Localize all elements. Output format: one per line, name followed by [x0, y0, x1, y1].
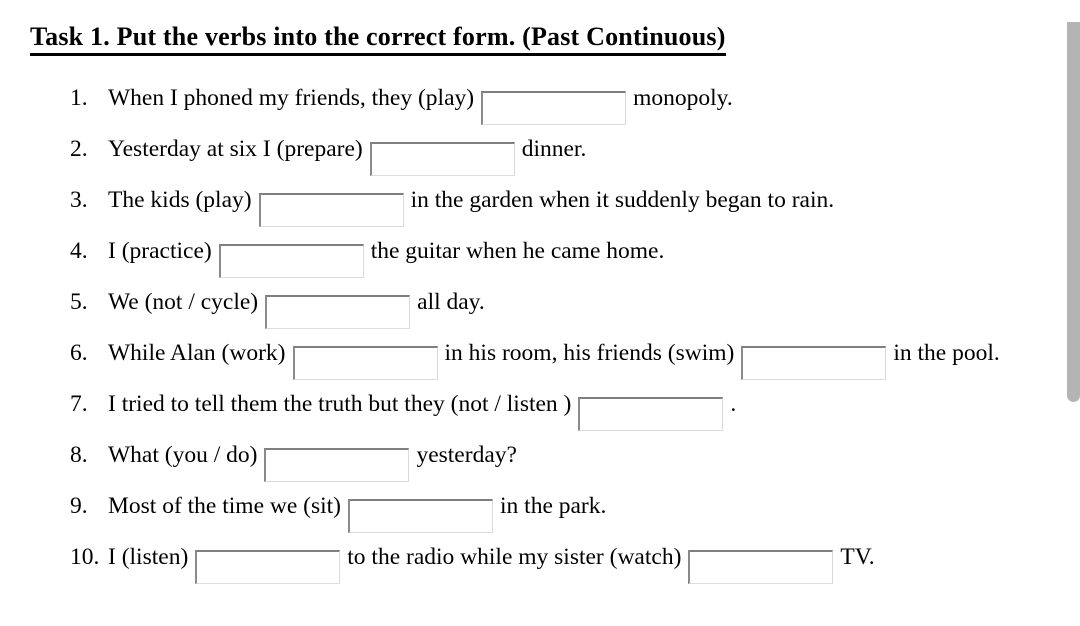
answer-input-6a[interactable]	[292, 346, 438, 380]
item-number: 6.	[70, 340, 88, 366]
sentence-text: in the pool.	[893, 340, 1000, 366]
answer-input-10a[interactable]	[195, 550, 341, 584]
item-number: 2.	[70, 136, 88, 162]
sentence-text: yesterday?	[416, 442, 517, 468]
sentence-text: TV.	[840, 544, 875, 570]
answer-input-3[interactable]	[258, 193, 404, 227]
exercise-item: 8. What (you / do) yesterday?	[70, 431, 1080, 482]
item-number: 3.	[70, 187, 88, 213]
answer-input-9[interactable]	[348, 499, 494, 533]
sentence-text: monopoly.	[633, 85, 733, 111]
sentence-text: in the park.	[500, 493, 607, 519]
scrollbar-thumb[interactable]	[1067, 22, 1080, 402]
answer-input-2[interactable]	[369, 142, 515, 176]
sentence-text: I (practice)	[108, 238, 212, 264]
item-number: 1.	[70, 85, 88, 111]
item-number: 10.	[70, 544, 100, 570]
exercise-item: 3. The kids (play) in the garden when it s…	[70, 176, 1080, 227]
sentence-text: Most of the time we (sit)	[108, 493, 342, 519]
sentence-text: When I phoned my friends, they (play)	[108, 85, 475, 111]
item-number: 4.	[70, 238, 88, 264]
page-title: Task 1. Put the verbs into the correct f…	[30, 22, 1080, 56]
answer-input-8[interactable]	[264, 448, 410, 482]
sentence-text: the guitar when he came home.	[370, 238, 665, 264]
answer-input-7[interactable]	[578, 397, 724, 431]
item-number: 9.	[70, 493, 88, 519]
exercise-list: 1. When I phoned my friends, they (play) m…	[0, 74, 1080, 584]
sentence-text: all day.	[417, 289, 485, 315]
exercise-item: 1. When I phoned my friends, they (play) m…	[70, 74, 1080, 125]
sentence-text: to the radio while my sister (watch)	[347, 544, 682, 570]
sentence-text: .	[730, 391, 737, 417]
answer-input-6b[interactable]	[741, 346, 887, 380]
exercise-item: 10. I (listen) to the radio while my siste…	[70, 533, 1080, 584]
exercise-item: 7. I tried to tell them the truth but the…	[70, 380, 1080, 431]
answer-input-10b[interactable]	[688, 550, 834, 584]
page-title-text: Task 1. Put the verbs into the correct f…	[30, 22, 726, 56]
answer-input-1[interactable]	[481, 91, 627, 125]
exercise-item: 9. Most of the time we (sit) in the park.	[70, 482, 1080, 533]
exercise-item: 2. Yesterday at six I (prepare) dinner.	[70, 125, 1080, 176]
sentence-text: I tried to tell them the truth but they …	[108, 391, 572, 417]
sentence-text: The kids (play)	[108, 187, 252, 213]
sentence-text: We (not / cycle)	[108, 289, 259, 315]
sentence-text: Yesterday at six I (prepare)	[108, 136, 363, 162]
sentence-text: in the garden when it suddenly began to …	[410, 187, 835, 213]
exercise-item: 6. While Alan (work) in his room, his frie…	[70, 329, 1080, 380]
answer-input-4[interactable]	[218, 244, 364, 278]
sentence-text: What (you / do)	[108, 442, 258, 468]
exercise-item: 4. I (practice) the guitar when he came ho…	[70, 227, 1080, 278]
sentence-text: I (listen)	[108, 544, 189, 570]
item-number: 7.	[70, 391, 88, 417]
sentence-text: dinner.	[521, 136, 587, 162]
sentence-text: While Alan (work)	[108, 340, 286, 366]
sentence-text: in his room, his friends (swim)	[444, 340, 735, 366]
exercise-item: 5. We (not / cycle) all day.	[70, 278, 1080, 329]
answer-input-5[interactable]	[265, 295, 411, 329]
item-number: 5.	[70, 289, 88, 315]
item-number: 8.	[70, 442, 88, 468]
